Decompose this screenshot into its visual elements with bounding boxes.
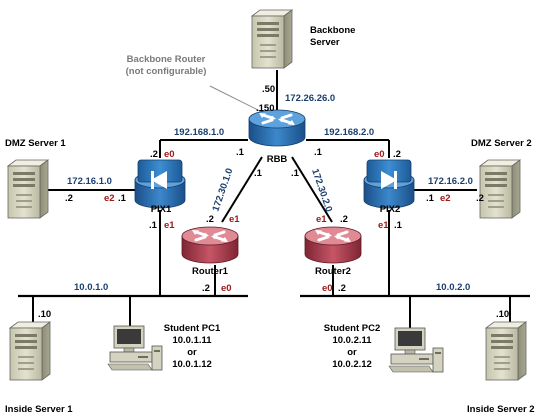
link-r2-rbb (291, 156, 333, 223)
server-icon (485, 321, 527, 381)
student-pc2[interactable] (388, 327, 444, 373)
dmz-server-1[interactable] (7, 159, 49, 219)
server-icon (9, 321, 51, 381)
network-label-inside1: 10.0.1.0 (74, 282, 108, 293)
interface-r1-e1: e1 (229, 214, 240, 225)
host-rbb-right: .1 (314, 147, 323, 158)
host-pix1-outside: .2 (150, 149, 158, 160)
host-backbone-server: .50 (262, 84, 275, 95)
server-icon (479, 159, 521, 219)
router-icon (303, 225, 363, 265)
inside-server-1-label: Inside Server 1 (5, 404, 73, 415)
router1[interactable] (180, 225, 240, 265)
student-pc1[interactable] (107, 325, 163, 371)
router-icon (247, 108, 307, 148)
pix1-label: PIX1 (151, 204, 172, 215)
inside-server-2[interactable] (485, 321, 527, 381)
network-label-backbone: 172.26.26.0 (285, 93, 335, 104)
desktop-pc-icon (107, 325, 163, 371)
server-icon (7, 159, 49, 219)
host-r2-e1: .2 (340, 214, 348, 225)
dmz-server-2-label: DMZ Server 2 (471, 138, 532, 149)
host-inside-server-1: .10 (38, 309, 51, 320)
host-pix2-outside: .2 (393, 149, 401, 160)
backbone-router-callout (209, 85, 263, 113)
host-rbb-r1: .1 (254, 168, 263, 179)
interface-pix1-e1: e1 (164, 220, 175, 231)
network-label-inside2: 10.0.2.0 (436, 282, 470, 293)
rbb-label: RBB (267, 154, 288, 165)
interface-r2-e0: e0 (322, 283, 333, 294)
pix-arrow-icon (151, 171, 167, 189)
host-pix2-dmz: .1 (426, 193, 435, 204)
inside-server-2-label: Inside Server 2 (467, 404, 535, 415)
interface-pix1-e0: e0 (164, 149, 175, 160)
host-pix1-dmz: .1 (118, 193, 127, 204)
host-rbb-backbone: .150 (256, 103, 275, 114)
link-r1-rbb (221, 156, 263, 223)
router1-label: Router1 (192, 266, 229, 277)
router2-label: Router2 (315, 266, 351, 277)
backbone-server[interactable] (251, 9, 293, 69)
pix2-label: PIX2 (380, 204, 401, 215)
interface-pix2-e1: e1 (378, 220, 389, 231)
rbb-router[interactable] (247, 108, 307, 148)
pix2-firewall[interactable] (363, 159, 415, 209)
pix-arrow-icon (381, 171, 397, 189)
router-icon (180, 225, 240, 265)
inside-server-1[interactable] (9, 321, 51, 381)
pix1-firewall[interactable] (134, 159, 186, 209)
host-rbb-left: .1 (236, 147, 245, 158)
host-dmz1-server: .2 (65, 193, 73, 204)
desktop-pc-icon (388, 327, 444, 373)
host-r1-e0: .2 (202, 283, 210, 294)
host-pix1-inside: .1 (149, 220, 158, 231)
backbone-router-note: Backbone Router(not configurable) (126, 54, 207, 77)
network-label-pix1-rbb: 192.168.1.0 (174, 127, 224, 138)
network-links (18, 70, 530, 328)
network-label-pix2-rbb: 192.168.2.0 (324, 127, 374, 138)
router2[interactable] (303, 225, 363, 265)
host-pix2-inside: .1 (394, 220, 403, 231)
dmz-server-2[interactable] (479, 159, 521, 219)
host-inside-server-2: .10 (496, 309, 509, 320)
interface-pix1-e2: e2 (104, 193, 115, 204)
interface-r1-e0: e0 (221, 283, 232, 294)
host-rbb-r2: .1 (291, 168, 300, 179)
network-label-dmz1: 172.16.1.0 (67, 176, 112, 187)
server-icon (251, 9, 293, 69)
host-dmz2-server: .2 (476, 193, 484, 204)
interface-pix2-e2: e2 (440, 193, 451, 204)
interface-r2-e1: e1 (316, 214, 327, 225)
host-r1-e1: .2 (206, 214, 214, 225)
interface-pix2-e0: e0 (374, 149, 385, 160)
network-label-dmz2: 172.16.2.0 (428, 176, 473, 187)
dmz-server-1-label: DMZ Server 1 (5, 138, 66, 149)
host-r2-e0: .2 (338, 283, 346, 294)
